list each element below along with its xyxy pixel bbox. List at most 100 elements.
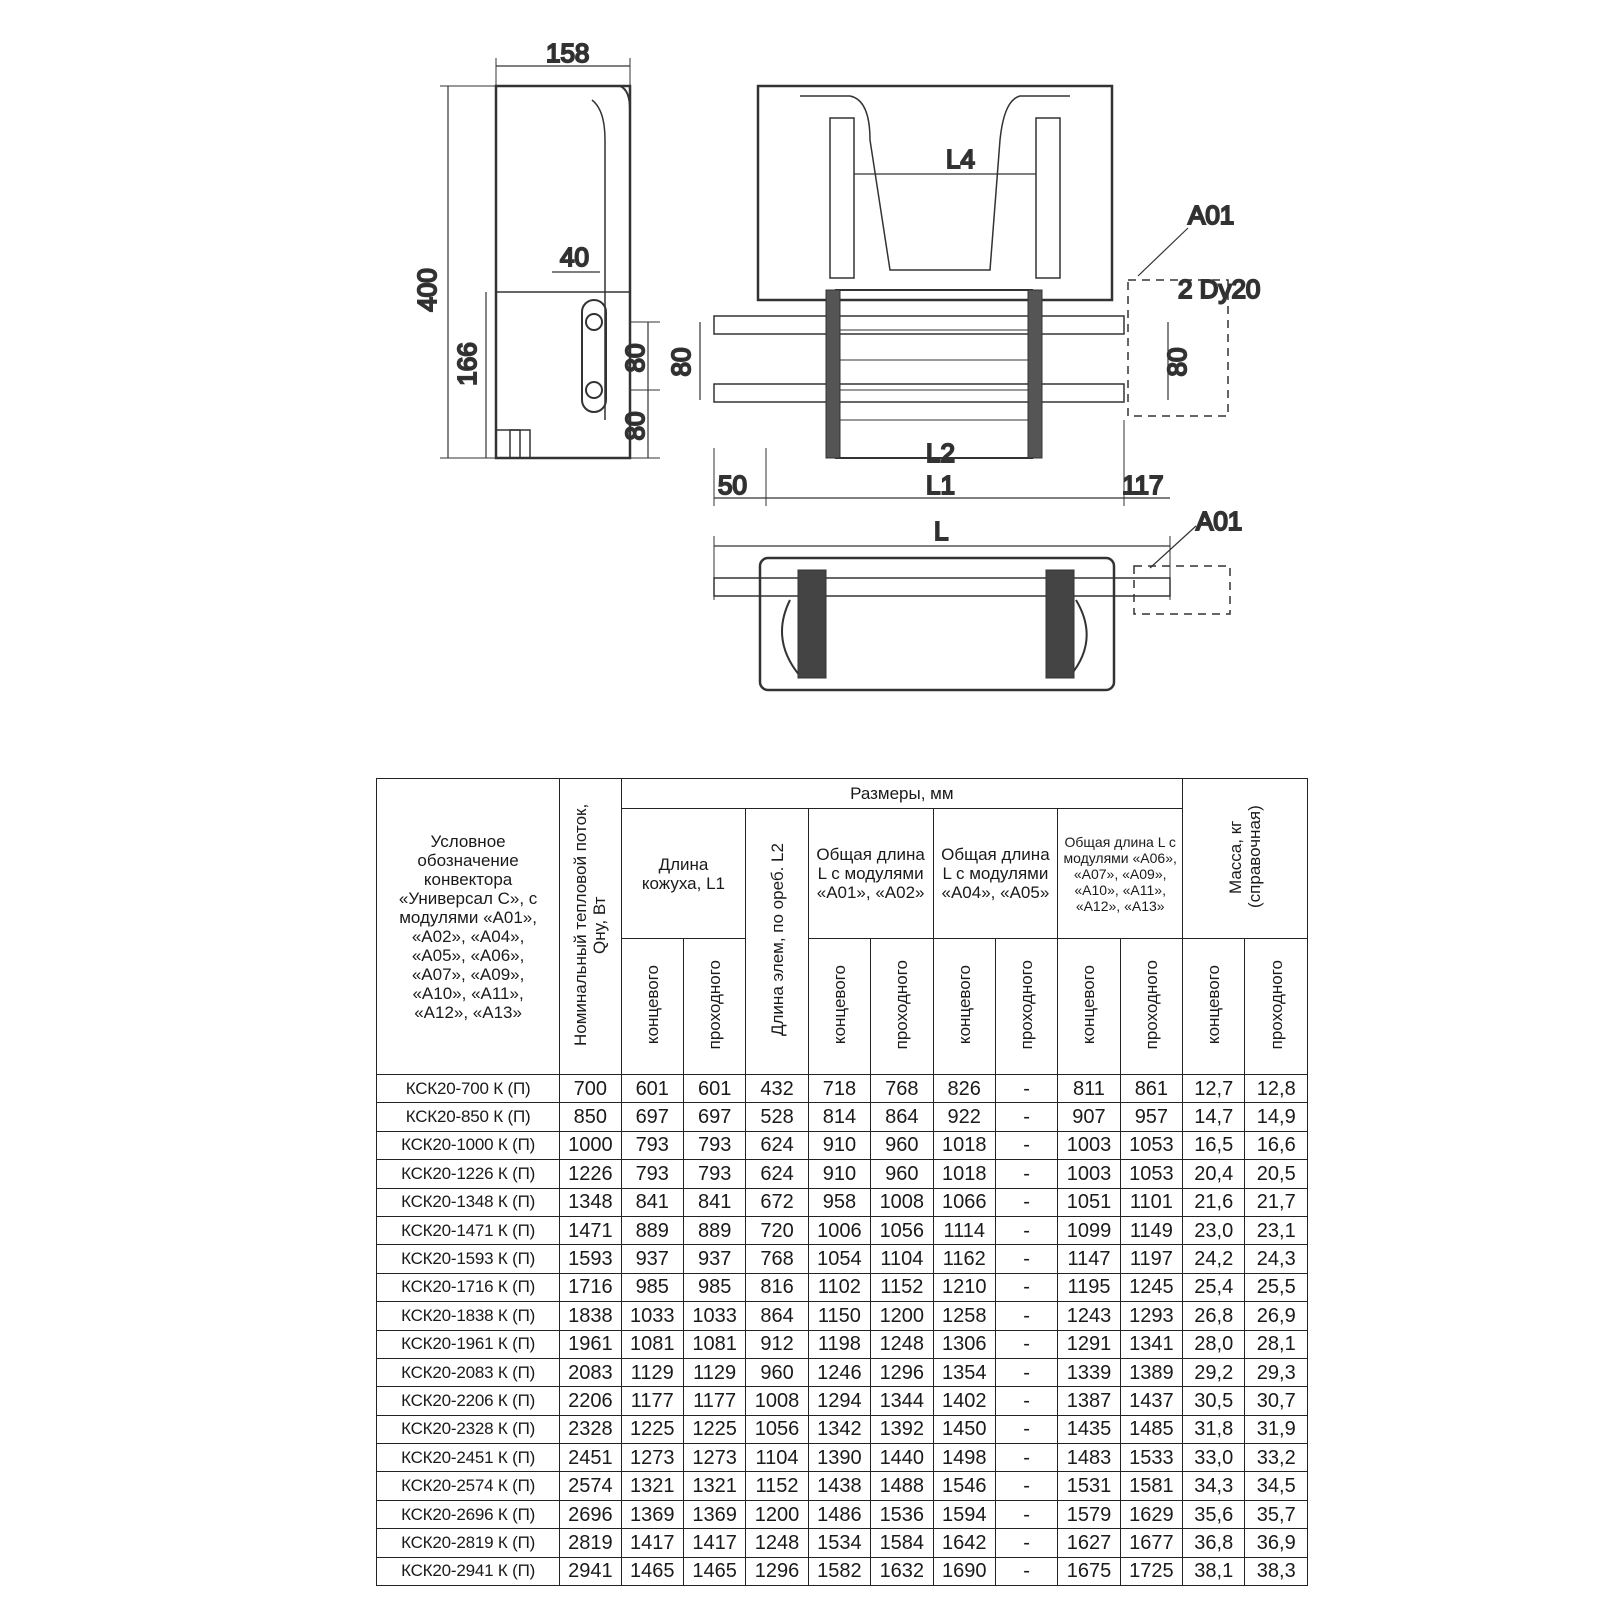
table-cell: 12,7 [1182,1073,1246,1104]
table-cell: - [994,1471,1059,1501]
table-cell: 1390 [807,1443,872,1473]
table-cell: 1081 [620,1329,684,1359]
label-a01-top: A01 [1188,200,1234,230]
table-cell: 1389 [1119,1357,1184,1388]
table-cell: 1129 [682,1357,747,1388]
header-a01-pass: проходного [870,938,934,1075]
model-name-cell: КСК20-2451 К (П) [375,1443,561,1473]
table-cell: 960 [870,1130,934,1161]
table-cell: 1321 [620,1471,684,1501]
table-cell: 2941 [559,1556,622,1587]
model-name-cell: КСК20-2083 К (П) [375,1357,561,1388]
table-cell: 1402 [932,1386,996,1416]
table-cell: 1531 [1057,1471,1121,1501]
table-cell: 21,6 [1182,1187,1246,1217]
table-cell: 33,2 [1244,1443,1308,1473]
dim-80-c: 80 [666,348,696,377]
table-cell: 811 [1057,1073,1121,1104]
table-cell: 1210 [932,1272,996,1303]
table-cell: 1579 [1057,1499,1121,1530]
dim-50: 50 [718,470,747,500]
table-cell: 1690 [932,1556,996,1587]
table-cell: 36,9 [1244,1528,1308,1558]
table-cell: 937 [620,1244,684,1274]
table-cell: 960 [745,1357,809,1388]
table-cell: 1102 [807,1272,872,1303]
table-cell: 1465 [682,1556,747,1587]
table-cell: 1245 [1119,1272,1184,1303]
table-cell: 1081 [682,1329,747,1359]
header-casing-pass-text: проходного [705,959,725,1050]
model-name-cell: КСК20-1961 К (П) [375,1329,561,1359]
table-cell: - [994,1499,1059,1530]
model-name-cell: КСК20-2328 К (П) [375,1414,561,1445]
table-cell: 31,9 [1244,1414,1308,1445]
header-a04-end-text: концевого [954,964,974,1045]
header-heat-flow: Номинальный тепловой поток, Qну, Вт [559,778,622,1075]
table-cell: 1000 [559,1130,622,1161]
table-cell: 31,8 [1182,1414,1246,1445]
table-cell: 1593 [559,1244,622,1274]
header-a04-pass-text: проходного [1017,959,1037,1050]
table-cell: 1296 [870,1357,934,1388]
table-cell: 1471 [559,1215,622,1246]
table-cell: 1008 [745,1386,809,1416]
table-cell: 910 [807,1130,872,1161]
table-cell: 1291 [1057,1329,1121,1359]
table-cell: 1546 [932,1471,996,1501]
table-cell: 28,0 [1182,1329,1246,1359]
table-cell: 957 [1119,1102,1184,1132]
table-cell: 2819 [559,1528,622,1558]
table-cell: 910 [807,1159,872,1189]
top-view [713,525,1231,692]
table-cell: 16,5 [1182,1130,1246,1161]
header-mass-pass: проходного [1244,938,1308,1075]
table-cell: 697 [682,1102,747,1132]
table-cell: 20,4 [1182,1159,1246,1189]
header-heat-flow-text: Номинальный тепловой поток, Qну, Вт [571,803,610,1046]
table-cell: 1354 [932,1357,996,1388]
table-cell: 1225 [682,1414,747,1445]
table-cell: 1339 [1057,1357,1121,1388]
table-cell: 35,7 [1244,1499,1308,1530]
table-cell: 1437 [1119,1386,1184,1416]
table-cell: 36,8 [1182,1528,1246,1558]
table-cell: 1392 [870,1414,934,1445]
table-cell: 912 [745,1329,809,1359]
table-cell: 1152 [745,1471,809,1501]
table-cell: 1101 [1119,1187,1184,1217]
table-cell: 937 [682,1244,747,1274]
header-total-a04: Общая длина L с модулями «А04», «А05» [932,808,1059,939]
model-name-cell: КСК20-2206 К (П) [375,1386,561,1416]
model-name-cell: КСК20-1226 К (П) [375,1159,561,1189]
header-designation: Условное обозначение конвектора «Универс… [375,778,561,1075]
table-cell: 601 [682,1073,747,1104]
table-cell: 1056 [745,1414,809,1445]
header-mass: Масса, кг (справочная) [1182,778,1308,939]
model-name-cell: КСК20-850 К (П) [375,1102,561,1132]
table-cell: 1056 [870,1215,934,1246]
table-cell: 1195 [1057,1272,1121,1303]
model-name-cell: КСК20-2696 К (П) [375,1499,561,1530]
table-cell: 1716 [559,1272,622,1303]
table-cell: 1003 [1057,1159,1121,1189]
header-a06-pass: проходного [1119,938,1184,1075]
header-element-length-text: Длина элем, по ореб. L2 [767,843,787,1036]
table-cell: 12,8 [1244,1073,1308,1104]
table-cell: 1018 [932,1130,996,1161]
table-cell: 2083 [559,1357,622,1388]
table-cell: 25,4 [1182,1272,1246,1303]
table-cell: 1225 [620,1414,684,1445]
model-name-cell: КСК20-1348 К (П) [375,1187,561,1217]
technical-drawing: 158 400 40 166 80 80 80 80 L4 A01 2 Dy20… [411,37,1261,692]
table-cell: 1197 [1119,1244,1184,1274]
table-cell: - [994,1301,1059,1331]
